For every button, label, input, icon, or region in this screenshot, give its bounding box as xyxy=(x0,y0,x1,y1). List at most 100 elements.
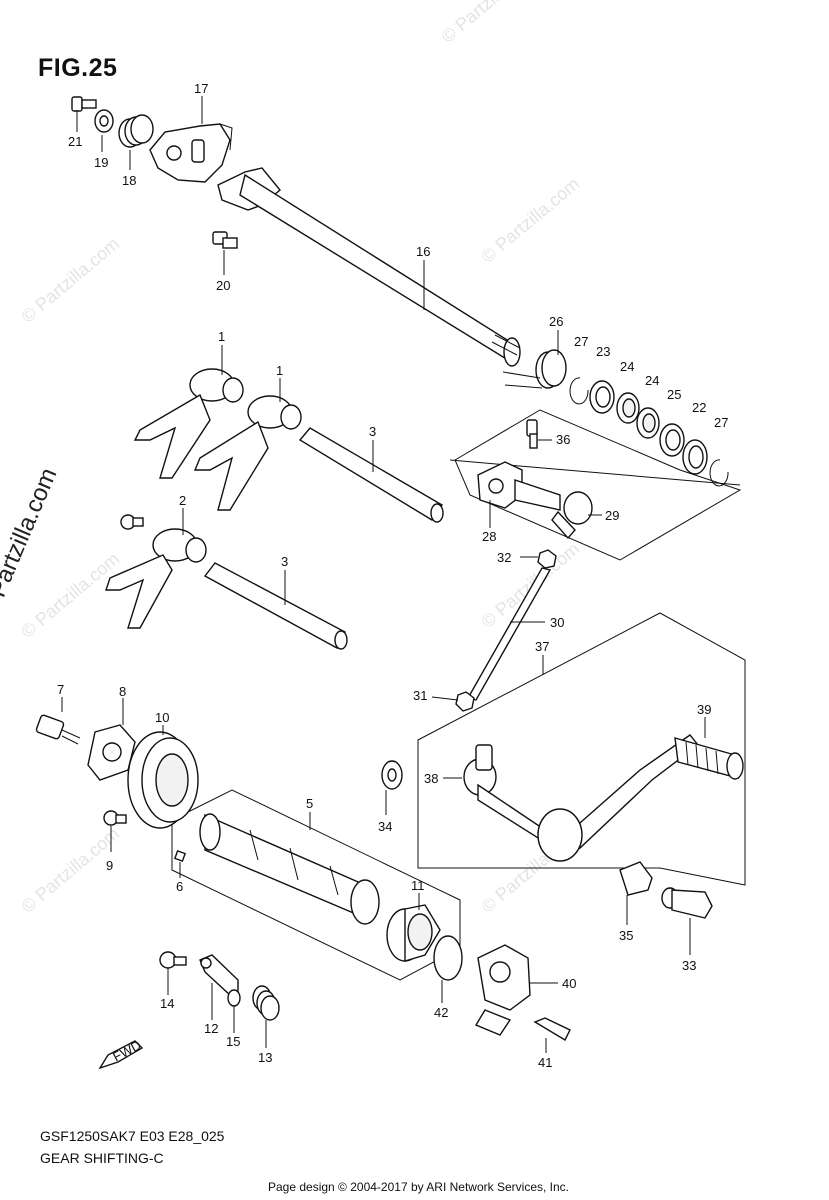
part-32-nut[interactable] xyxy=(537,549,557,569)
callout-1: 1 xyxy=(218,329,225,344)
figure-title: FIG.25 xyxy=(38,54,118,82)
callout-16: 16 xyxy=(416,244,430,259)
callout-42: 42 xyxy=(434,1005,448,1020)
callout-6: 6 xyxy=(176,879,183,894)
callout-41: 41 xyxy=(538,1055,552,1070)
callout-21: 21 xyxy=(68,134,82,149)
part-14-bolt[interactable] xyxy=(159,951,187,969)
part-3-fork-shaft-a[interactable] xyxy=(298,427,444,523)
part-28-gearshift-arm[interactable] xyxy=(477,461,561,511)
part-21-bolt[interactable] xyxy=(71,96,97,112)
callout-9: 9 xyxy=(106,858,113,873)
part-7-bolt[interactable] xyxy=(35,714,81,745)
part-25-washer[interactable] xyxy=(659,423,685,457)
callout-14: 14 xyxy=(160,996,174,1011)
callout-33: 33 xyxy=(682,958,696,973)
part-11-bearing[interactable] xyxy=(386,904,441,962)
part-18-spring[interactable] xyxy=(118,114,154,148)
callout-37: 37 xyxy=(535,639,549,654)
callout-23: 23 xyxy=(596,344,610,359)
callout-15: 15 xyxy=(226,1034,240,1049)
fwd-label: FWD xyxy=(110,1037,143,1064)
part-6-pin[interactable] xyxy=(173,849,187,863)
part-42-o-ring[interactable] xyxy=(433,935,463,981)
callout-30: 30 xyxy=(550,615,564,630)
part-20-bolt[interactable] xyxy=(212,231,238,249)
callout-29: 29 xyxy=(605,508,619,523)
part-2-shift-fork[interactable] xyxy=(105,528,207,629)
callout-1: 1 xyxy=(276,363,283,378)
callout-36: 36 xyxy=(556,432,570,447)
callout-18: 18 xyxy=(122,173,136,188)
callout-20: 20 xyxy=(216,278,230,293)
part-34-washer[interactable] xyxy=(381,760,403,790)
part-22-oil-seal[interactable] xyxy=(682,439,708,475)
part-33-pivot-bolt[interactable] xyxy=(661,887,713,919)
callout-13: 13 xyxy=(258,1050,272,1065)
part-36-bolt[interactable] xyxy=(526,419,538,449)
callout-labels: 1 1 2 3 3 5 6 7 8 9 10 11 12 13 14 15 16… xyxy=(57,81,728,1070)
callout-27: 27 xyxy=(574,334,588,349)
callout-12: 12 xyxy=(204,1021,218,1036)
callout-27: 27 xyxy=(714,415,728,430)
part-23-washer[interactable] xyxy=(589,380,615,414)
callout-25: 25 xyxy=(667,387,681,402)
callout-3: 3 xyxy=(369,424,376,439)
part-5-gear-shift-cam[interactable] xyxy=(199,813,380,925)
callout-39: 39 xyxy=(697,702,711,717)
callout-31: 31 xyxy=(413,688,427,703)
part-30-tie-rod[interactable] xyxy=(466,567,552,701)
part-10-bearing[interactable] xyxy=(127,731,199,829)
section-name: GEAR SHIFTING-C xyxy=(40,1150,164,1166)
callout-11: 11 xyxy=(411,878,425,893)
callout-32: 32 xyxy=(497,550,511,565)
part-41-screw[interactable] xyxy=(533,1017,571,1041)
callout-38: 38 xyxy=(424,771,438,786)
part-pin[interactable] xyxy=(120,514,144,530)
callout-24: 24 xyxy=(620,359,634,374)
callout-35: 35 xyxy=(619,928,633,943)
part-39-footpeg-rubber[interactable] xyxy=(674,737,744,780)
part-35-bush[interactable] xyxy=(619,861,653,896)
model-code: GSF1250SAK7 E03 E28_025 xyxy=(40,1128,225,1144)
part-24-bearing-b[interactable] xyxy=(636,407,660,439)
part-27-circlip-b[interactable] xyxy=(709,459,729,487)
part-3-fork-shaft-b[interactable] xyxy=(203,562,348,650)
part-8-gear-shift-cam-stopper[interactable] xyxy=(87,724,136,781)
callout-7: 7 xyxy=(57,682,64,697)
leader-lines xyxy=(61,96,706,1053)
frame-shift-pedal-group xyxy=(417,612,746,886)
callout-24: 24 xyxy=(645,373,659,388)
callout-34: 34 xyxy=(378,819,392,834)
part-12-stopper[interactable] xyxy=(199,954,239,996)
callout-5: 5 xyxy=(306,796,313,811)
callout-28: 28 xyxy=(482,529,496,544)
part-19-washer[interactable] xyxy=(94,109,114,133)
callout-3: 3 xyxy=(281,554,288,569)
part-15-washer[interactable] xyxy=(227,989,241,1007)
part-29-rod-end[interactable] xyxy=(551,491,593,540)
part-17-shift-plate[interactable] xyxy=(149,123,233,183)
callout-40: 40 xyxy=(562,976,576,991)
callout-8: 8 xyxy=(119,684,126,699)
part-38-rod-end[interactable] xyxy=(463,744,497,796)
callout-19: 19 xyxy=(94,155,108,170)
fwd-arrow: FWD xyxy=(98,1037,143,1070)
part-31-nut[interactable] xyxy=(455,691,475,712)
callout-17: 17 xyxy=(194,81,208,96)
part-1-shift-fork-b[interactable] xyxy=(193,395,302,511)
part-26-return-spring[interactable] xyxy=(502,349,567,389)
part-40-gear-position-switch[interactable] xyxy=(474,944,531,1036)
part-37-gearshift-lever[interactable] xyxy=(477,734,699,862)
part-13-spring[interactable] xyxy=(252,985,280,1021)
part-1-shift-fork-a[interactable] xyxy=(133,368,244,479)
part-27-circlip-a[interactable] xyxy=(569,377,589,405)
callout-22: 22 xyxy=(692,400,706,415)
page-footer: Page design © 2004-2017 by ARI Network S… xyxy=(268,1180,570,1194)
part-9-bolt[interactable] xyxy=(103,810,127,826)
callout-10: 10 xyxy=(155,710,169,725)
part-24-bearing-a[interactable] xyxy=(616,392,640,424)
part-16-shift-shaft[interactable] xyxy=(217,167,521,367)
callout-2: 2 xyxy=(179,493,186,508)
